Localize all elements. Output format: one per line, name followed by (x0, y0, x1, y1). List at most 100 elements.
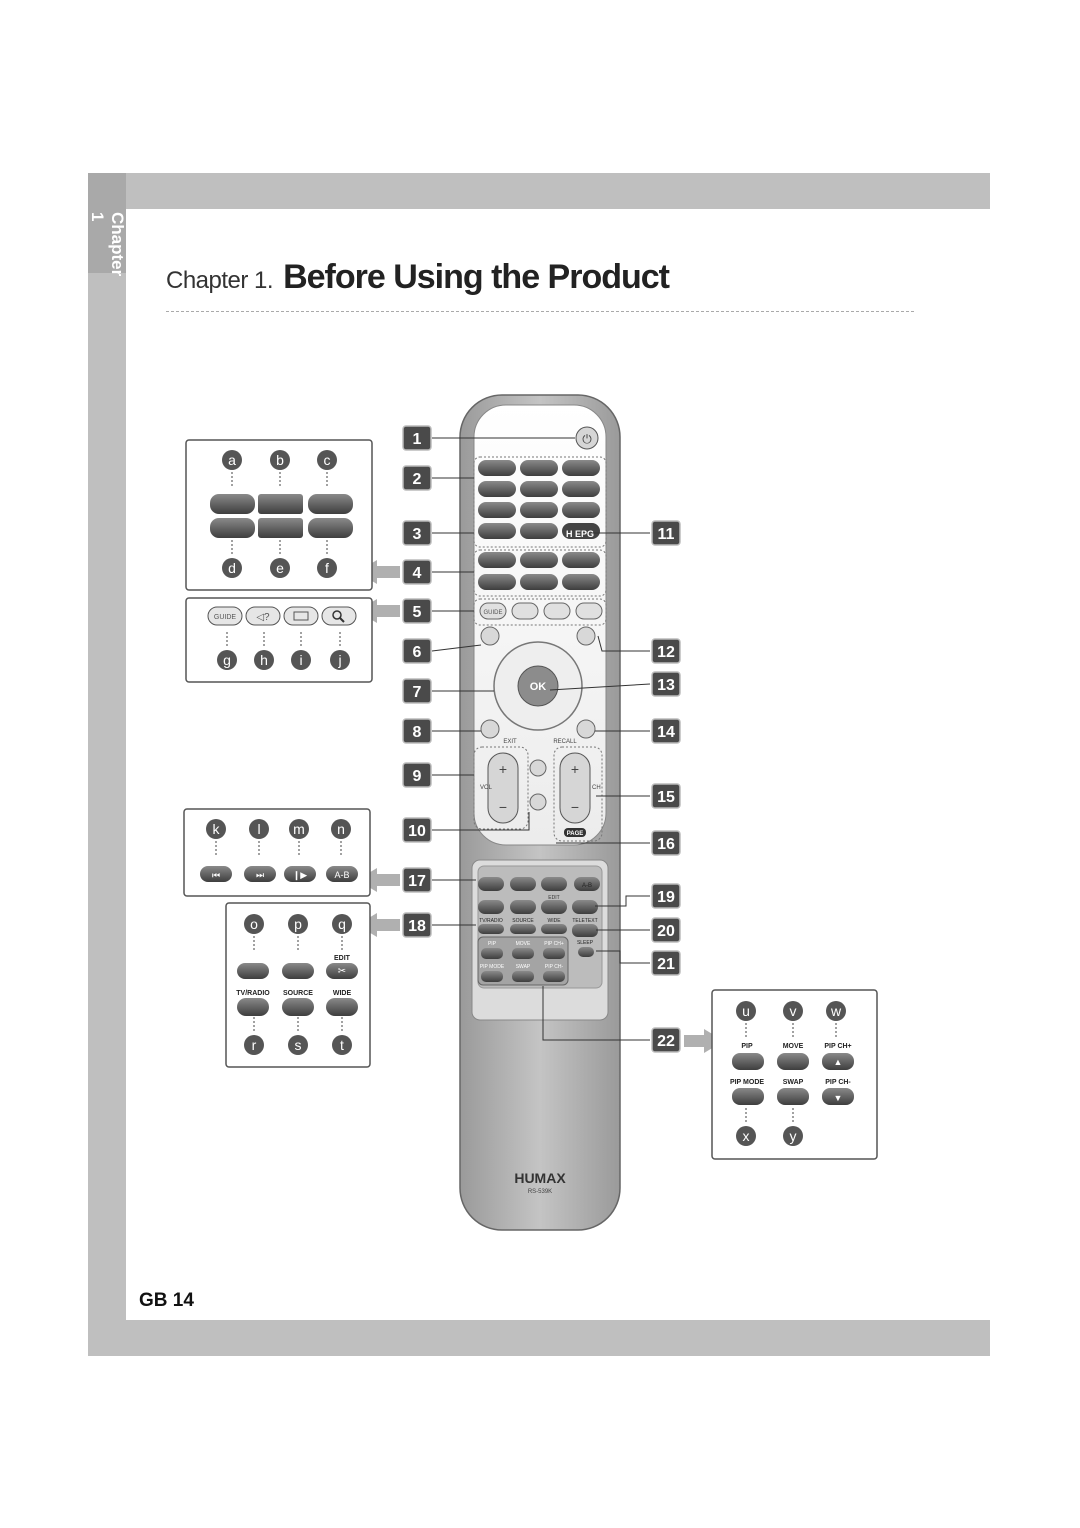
search-button[interactable] (575, 602, 603, 620)
keypad-button[interactable] (478, 460, 516, 476)
letter-label: g (223, 652, 231, 668)
side-tab-background (88, 173, 126, 273)
remote-ab-label: A-B (582, 883, 592, 889)
color-key[interactable] (258, 518, 303, 538)
color-key[interactable] (308, 494, 353, 514)
pip-bottom-button[interactable] (543, 971, 565, 982)
color-key[interactable] (210, 518, 255, 538)
source-function-key[interactable] (282, 998, 314, 1016)
function-button[interactable] (478, 900, 504, 914)
edit-key[interactable] (326, 963, 358, 979)
teletext-button[interactable] (572, 924, 598, 937)
letter-label: f (325, 560, 329, 576)
keypad-button[interactable] (478, 523, 516, 539)
playback-button[interactable] (510, 877, 536, 891)
tv-radio-function-key[interactable] (237, 998, 269, 1016)
info-button[interactable] (529, 759, 547, 777)
keypad-button[interactable] (520, 481, 558, 497)
recall-button[interactable] (576, 719, 596, 739)
color-key[interactable] (210, 494, 255, 514)
pip-ch-down-key[interactable] (822, 1088, 854, 1105)
rewind-key[interactable] (200, 866, 232, 882)
ok-label: OK (530, 681, 547, 693)
playback-button[interactable] (574, 877, 600, 891)
color-key[interactable] (308, 518, 353, 538)
guide-button[interactable] (479, 602, 507, 620)
move-key[interactable] (777, 1053, 809, 1070)
callout-number: 1 (413, 431, 422, 448)
panel-ab-label: A-B (334, 870, 349, 880)
guide-key[interactable] (207, 606, 243, 626)
volume-rocker[interactable] (487, 752, 519, 824)
sleep-button[interactable] (578, 947, 594, 957)
mode-button[interactable] (541, 924, 567, 934)
ab-key[interactable] (326, 866, 358, 882)
keypad-button[interactable] (562, 574, 600, 590)
function-button[interactable] (572, 900, 598, 914)
audio-key[interactable] (245, 606, 281, 626)
letter-label: q (338, 916, 346, 932)
keypad-button[interactable] (562, 481, 600, 497)
wide-function-key[interactable] (326, 998, 358, 1016)
callout-badge (402, 817, 432, 843)
keypad-button[interactable] (562, 502, 600, 518)
keypad-button[interactable] (520, 460, 558, 476)
pip-mode-key[interactable] (732, 1088, 764, 1105)
pip-bottom-button[interactable] (512, 971, 534, 982)
slow-play-key[interactable] (284, 866, 316, 882)
ok-button[interactable] (517, 665, 559, 707)
page-button[interactable] (564, 828, 586, 837)
pip-bottom-button[interactable] (481, 971, 503, 982)
pip-top-button[interactable] (512, 948, 534, 959)
letter-marker (736, 1126, 756, 1146)
opt-button[interactable] (576, 626, 596, 646)
letter-marker (270, 558, 290, 578)
power-button[interactable] (575, 426, 599, 450)
keypad-button[interactable] (478, 481, 516, 497)
function-button[interactable] (541, 900, 567, 914)
mode-button[interactable] (478, 924, 504, 934)
forward-key[interactable] (244, 866, 276, 882)
keypad-button[interactable] (562, 523, 600, 539)
audio-button[interactable] (511, 602, 539, 620)
pip-ch-up-key[interactable] (822, 1053, 854, 1070)
color-key[interactable] (258, 494, 303, 514)
channel-rocker[interactable] (559, 752, 591, 824)
function-button[interactable] (510, 900, 536, 914)
playback-button[interactable] (541, 877, 567, 891)
letter-marker (783, 1001, 803, 1021)
keypad-button[interactable] (520, 523, 558, 539)
keypad-button[interactable] (520, 552, 558, 568)
callout-badge (651, 1027, 681, 1053)
exit-button[interactable] (480, 719, 500, 739)
panel-contents: GUIDE ◁? ⏮ ⏭ ❙▶ A-B ✂ EDIT TV/RADIO SOUR… (200, 494, 854, 1105)
keypad-button[interactable] (520, 502, 558, 518)
callout-number: 5 (413, 604, 422, 621)
swap-key[interactable] (777, 1088, 809, 1105)
keypad-button[interactable] (562, 460, 600, 476)
subtitle-key[interactable] (283, 606, 319, 626)
mute-button[interactable] (529, 793, 547, 811)
playback-button[interactable] (478, 877, 504, 891)
mode-button[interactable] (510, 924, 536, 934)
keypad-button[interactable] (478, 552, 516, 568)
callout-badge (651, 718, 681, 744)
pip-top-button[interactable] (481, 948, 503, 959)
source-key[interactable] (282, 963, 314, 979)
remote-body (459, 394, 621, 1231)
search-key[interactable] (321, 606, 357, 626)
remote-pip-ch-up-label: PIP CH+ (544, 941, 564, 947)
subtitle-button[interactable] (543, 602, 571, 620)
keypad-button[interactable] (478, 574, 516, 590)
tv-radio-key[interactable] (237, 963, 269, 979)
callout-number: 19 (657, 889, 675, 906)
keypad-button[interactable] (478, 502, 516, 518)
callout-number: 10 (408, 823, 426, 840)
pip-key[interactable] (732, 1053, 764, 1070)
pip-top-button[interactable] (543, 948, 565, 959)
menu-button[interactable] (480, 626, 500, 646)
letter-label: x (743, 1128, 750, 1144)
letter-label: d (228, 560, 236, 576)
keypad-button[interactable] (562, 552, 600, 568)
keypad-button[interactable] (520, 574, 558, 590)
